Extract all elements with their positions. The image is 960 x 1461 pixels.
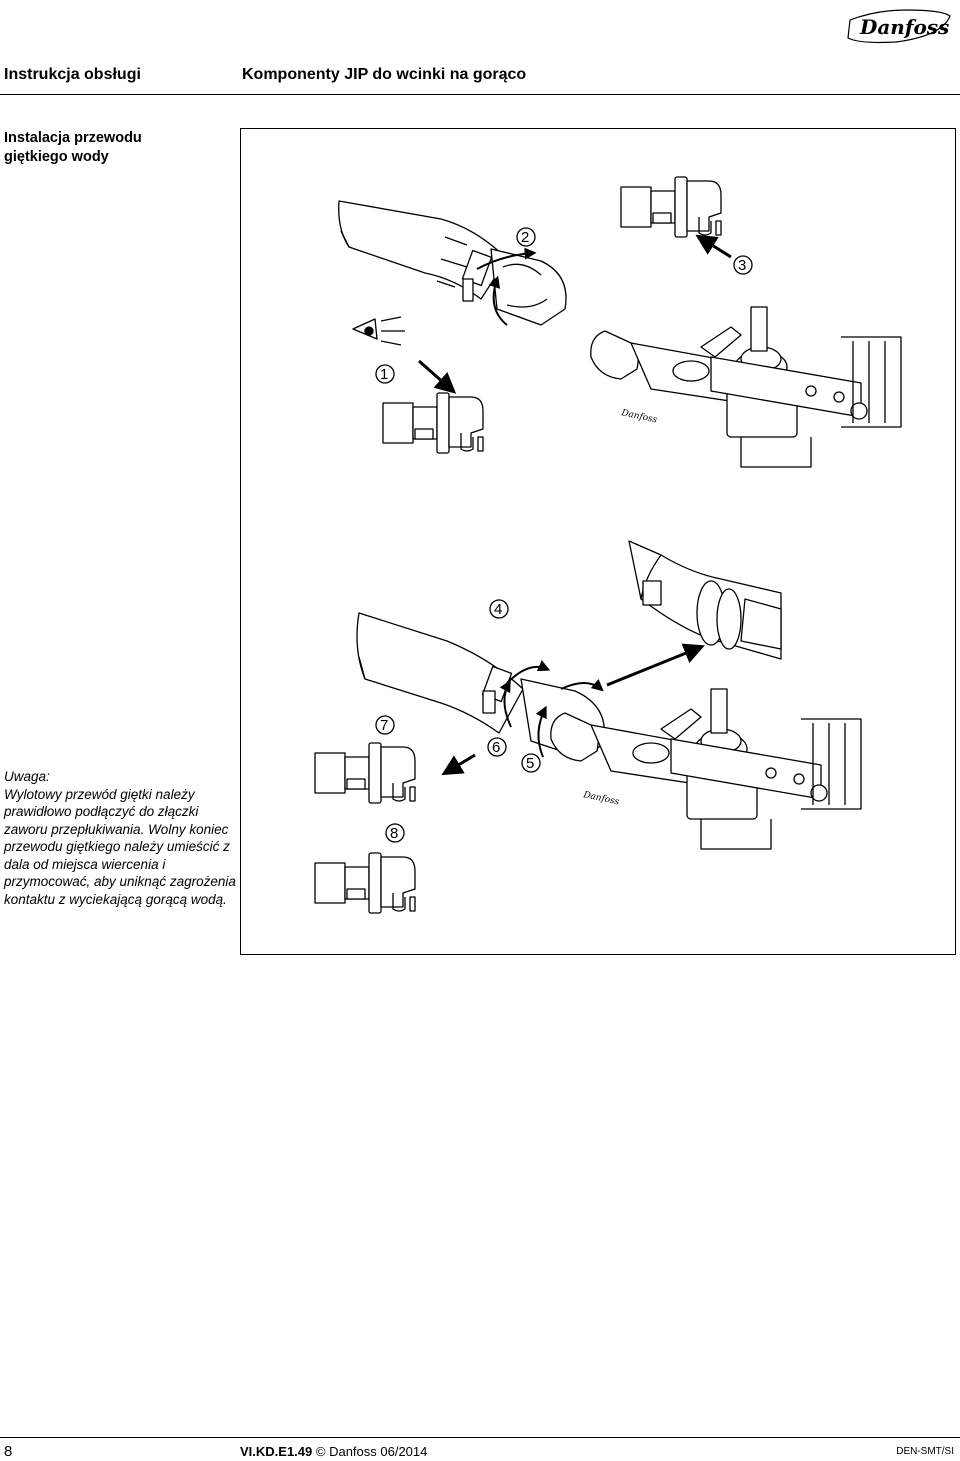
svg-text:1: 1 [380,366,388,383]
callout-5: 5 [521,753,541,773]
svg-text:2: 2 [521,229,529,246]
document-reference: DEN-SMT/SI [896,1446,954,1457]
document-title: Komponenty JIP do wcinki na gorąco [242,66,527,83]
note-label: Uwaga: [4,769,50,784]
callout-8: 8 [385,823,405,843]
installation-illustration: 2 3 1 [314,176,902,914]
svg-text:5: 5 [526,755,534,772]
callout-2: 2 [516,227,536,247]
svg-text:3: 3 [738,257,746,274]
svg-text:Danfoss: Danfoss [619,408,658,426]
callout-3: 3 [733,255,753,275]
callout-6: 6 [487,737,507,757]
svg-text:Danfoss: Danfoss [859,15,949,39]
hose-installation-figure: 2 3 1 [240,128,956,955]
manual-type: Instrukcja obsługi [4,66,141,83]
svg-text:7: 7 [380,717,388,734]
copyright: © Danfoss 06/2014 [315,1444,428,1459]
warning-note: Uwaga: Wylotowy przewód giętki należy pr… [4,768,238,908]
callout-1: 1 [375,364,395,384]
svg-text:8: 8 [390,825,398,842]
section-title: Instalacja przewodu giętkiego wody [4,130,142,165]
svg-text:4: 4 [494,601,502,618]
svg-text:Danfoss: Danfoss [581,790,620,808]
document-code-id: VI.KD.E1.49 [240,1444,313,1459]
header-divider [0,94,960,95]
document-code: VI.KD.E1.49 © Danfoss 06/2014 [240,1444,427,1459]
page-number: 8 [4,1443,13,1460]
danfoss-logo: Danfoss [847,9,951,44]
footer-divider [0,1437,960,1438]
callout-7: 7 [375,715,395,735]
svg-text:6: 6 [492,739,500,756]
callout-4: 4 [489,599,509,619]
note-text: Wylotowy przewód giętki należy prawidłow… [4,786,236,907]
